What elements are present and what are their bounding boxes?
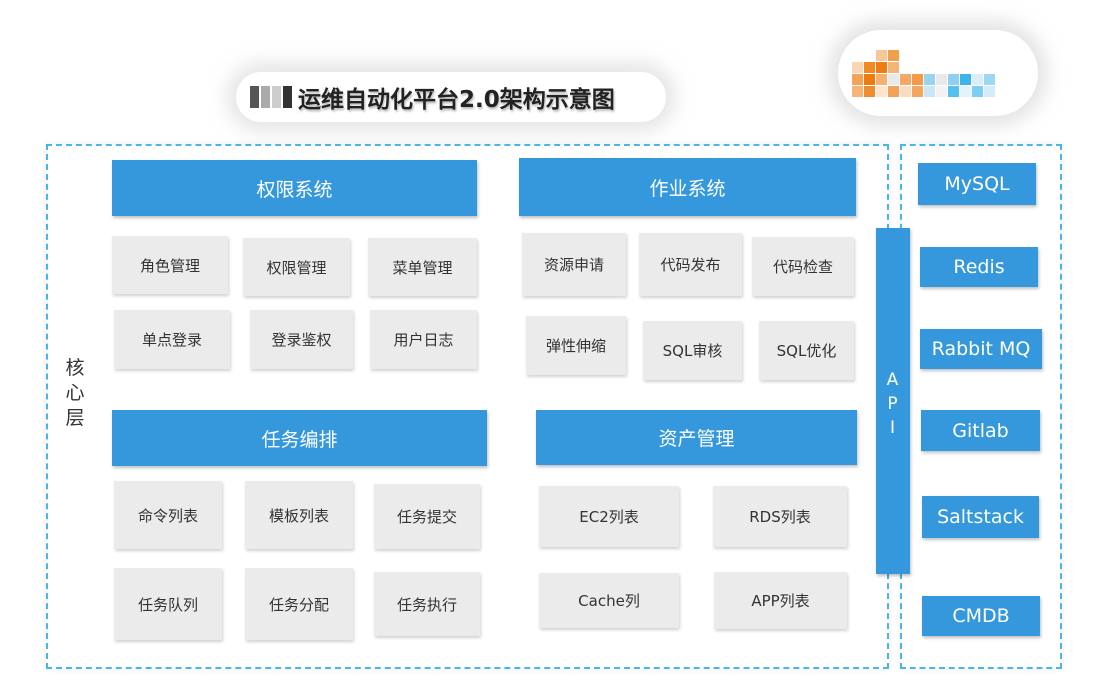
job-item: 代码检查 [752,237,854,296]
title-banner: 运维自动化平台2.0架构示意图 [236,72,666,122]
core-layer-char: 层 [65,407,85,429]
permission-system-header: 权限系统 [112,160,477,216]
pixelated-logo [838,30,1038,116]
permission-item: 菜单管理 [368,238,477,296]
permission-item: 单点登录 [114,310,230,369]
service-saltstack: Saltstack [922,496,1039,538]
job-item: SQL审核 [643,321,742,380]
asset-item: EC2列表 [539,486,679,547]
task-item: 模板列表 [245,481,353,549]
service-rabbitmq: Rabbit MQ [920,329,1042,369]
core-layer-label: 核 心 层 [62,356,88,431]
task-item: 任务执行 [374,572,480,636]
task-orchestration-header: 任务编排 [112,410,487,466]
logo-mosaic-icon [852,50,995,97]
asset-item: RDS列表 [713,486,847,547]
job-item: 代码发布 [639,233,742,296]
core-layer-char: 核 [65,357,85,379]
task-item: 任务队列 [114,568,222,640]
api-letter: I [889,418,896,438]
permission-item: 角色管理 [112,236,228,294]
service-mysql: MySQL [918,163,1036,205]
job-system-header: 作业系统 [519,158,856,216]
asset-management-header: 资产管理 [536,410,857,465]
task-item: 命令列表 [114,481,222,549]
pixelated-logo-text [250,86,294,108]
permission-item: 登录鉴权 [250,310,353,369]
services-frame [900,144,1062,669]
asset-item: APP列表 [714,572,847,629]
api-label: A P I [876,368,910,440]
diagram-title: 运维自动化平台2.0架构示意图 [298,87,615,113]
job-item: 资源申请 [522,233,626,296]
asset-item: Cache列 [539,573,679,628]
service-redis: Redis [920,247,1038,287]
permission-item: 权限管理 [243,238,350,296]
service-gitlab: Gitlab [921,410,1040,451]
permission-item: 用户日志 [370,310,477,369]
api-letter: A [886,370,900,390]
task-item: 任务分配 [245,568,353,640]
task-item: 任务提交 [374,484,480,549]
api-bar: A P I [876,228,910,574]
job-item: 弹性伸缩 [526,316,626,375]
api-letter: P [887,394,899,414]
core-layer-char: 心 [65,382,85,404]
job-item: SQL优化 [759,321,854,380]
service-cmdb: CMDB [922,596,1040,636]
